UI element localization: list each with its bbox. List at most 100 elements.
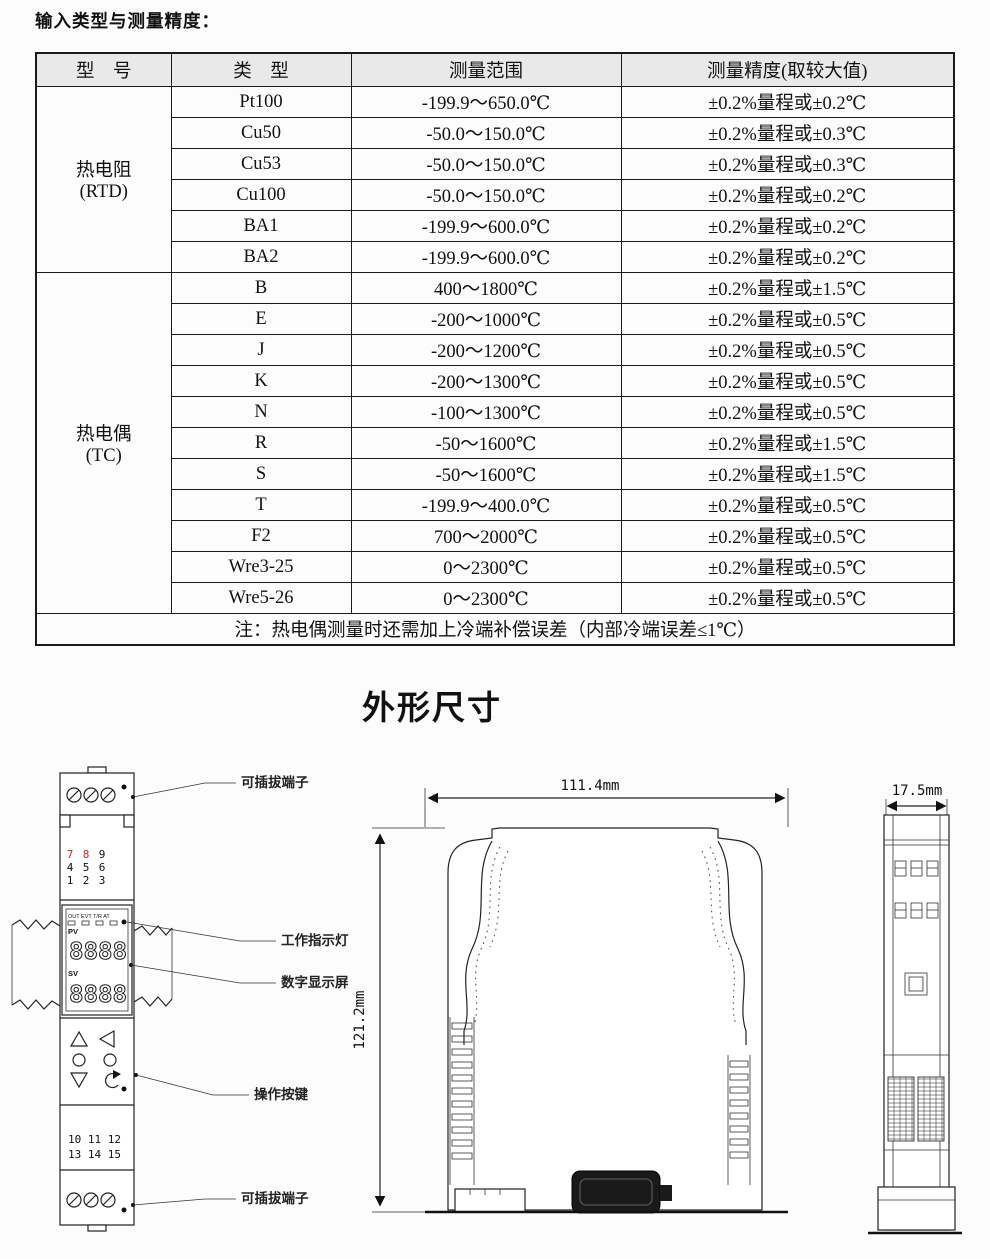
cell-accuracy: ±0.2%量程或±1.5℃ [620, 272, 955, 304]
cell-range: -50.0～150.0℃ [350, 117, 622, 149]
cell-range: -50.0～150.0℃ [350, 148, 622, 180]
dimension-height: 121.2mm [352, 990, 368, 1049]
din-rail-foot [454, 1188, 526, 1213]
header-type: 类 型 [170, 52, 352, 87]
cell-range: 400～1800℃ [350, 272, 622, 304]
model-cell-rtd: 热电阻 (RTD) [35, 86, 172, 273]
cell-range: -50～1600℃ [350, 458, 622, 490]
terminal-number: 2 [83, 874, 90, 887]
header-model: 型 号 [35, 52, 172, 87]
vent-grid [887, 1076, 915, 1142]
return-key-icon [104, 1072, 119, 1089]
cell-type: B [170, 272, 352, 304]
table-row: J -200～1200℃ ±0.2%量程或±0.5℃ [36, 334, 955, 366]
label-work-indicator: 工作指示灯 [281, 932, 349, 948]
terminal-numbers-top: 7 8 9 4 5 6 1 2 3 [59, 814, 135, 887]
header-accuracy: 测量精度(取较大值) [620, 52, 955, 87]
table-note: 注：热电偶测量时还需加上冷端补偿误差（内部冷端误差≤1℃） [35, 613, 955, 646]
operation-keys [69, 1029, 127, 1092]
terminal-number: 5 [83, 861, 90, 874]
callouts: 可插拔端子 工作指示灯 数字显示屏 操作按键 可插拔端子 [126, 774, 349, 1207]
table-row: R -50～1600℃ ±0.2%量程或±1.5℃ [36, 427, 955, 459]
label-digital-display: 数字显示屏 [281, 974, 349, 990]
end-view-base [877, 1186, 956, 1231]
model-abbr: (TC) [85, 445, 122, 466]
status-indicator-labels: OUT EVT T/R AT [68, 914, 110, 920]
cell-range: -200～1300℃ [350, 365, 622, 397]
cell-accuracy: ±0.2%量程或±0.5℃ [620, 489, 955, 521]
cell-type: R [170, 427, 352, 459]
digital-display: OUT EVT T/R AT PV 8888 SV 8888 [61, 904, 133, 1016]
end-view-block [904, 972, 928, 996]
bottom-tab [87, 1224, 107, 1232]
label-top-terminal: 可插拔端子 [241, 774, 309, 790]
cell-accuracy: ±0.2%量程或±0.2℃ [620, 241, 955, 273]
table-row: BA2 -199.9～600.0℃ ±0.2%量程或±0.2℃ [36, 241, 955, 273]
page-title: 输入类型与测量精度： [35, 11, 220, 31]
side-profile-view [425, 827, 788, 1214]
cell-range: -100～1300℃ [350, 396, 622, 428]
section-title: 外形尺寸 [362, 689, 502, 726]
cell-accuracy: ±0.2%量程或±0.3℃ [620, 148, 955, 180]
table-row: Cu53 -50.0～150.0℃ ±0.2%量程或±0.3℃ [36, 148, 955, 180]
cell-range: 0～2300℃ [350, 582, 622, 614]
model-cell-tc: 热电偶 (TC) [35, 272, 172, 614]
spec-table: 型 号 类 型 测量范围 测量精度(取较大值) 热电阻 (RTD) Pt100 … [35, 52, 955, 646]
outline-drawing: 7 8 9 4 5 6 1 2 3 OUT EVT T/R AT PV [11, 766, 962, 1235]
cell-accuracy: ±0.2%量程或±0.5℃ [620, 520, 955, 552]
mounting-panel-right [133, 925, 173, 1007]
model-name: 热电偶 [75, 424, 132, 445]
model-abbr: (RTD) [79, 182, 128, 202]
cell-accuracy: ±0.2%量程或±0.5℃ [620, 551, 955, 583]
cell-accuracy: ±0.2%量程或±0.3℃ [620, 117, 955, 149]
model-name: 热电阻 [75, 161, 132, 181]
end-view-body [883, 814, 950, 1231]
cell-range: -50.0～150.0℃ [350, 179, 622, 211]
cell-type: K [170, 365, 352, 397]
terminal-number: 9 [99, 848, 106, 861]
return-key-arrowhead [113, 1070, 121, 1079]
cell-type: Wre5-26 [170, 582, 352, 614]
table-row: 热电偶 (TC) B 400～1800℃ ±0.2%量程或±1.5℃ [35, 272, 955, 614]
cell-range: -199.9～650.0℃ [350, 86, 622, 118]
table-row: Cu50 -50.0～150.0℃ ±0.2%量程或±0.3℃ [36, 117, 955, 149]
top-screw-terminals [66, 784, 127, 803]
terminal-numbers-bottom: 10 11 12 13 14 15 [68, 1133, 121, 1161]
front-view: 7 8 9 4 5 6 1 2 3 OUT EVT T/R AT PV [11, 766, 173, 1232]
work-indicator-led [121, 919, 127, 925]
cell-accuracy: ±0.2%量程或±0.2℃ [620, 86, 955, 118]
dimensions: 111.4mm 121.2mm 17.5mm [352, 778, 948, 1213]
terminal-number: 3 [99, 874, 106, 887]
cell-type: BA1 [170, 210, 352, 242]
table-header-row: 型 号 类 型 测量范围 测量精度(取较大值) [35, 52, 955, 87]
terminal-dot [121, 1207, 127, 1213]
down-arrow-key-icon [69, 1072, 89, 1089]
table-row: E -200～1000℃ ±0.2%量程或±0.5℃ [36, 303, 955, 335]
pv-digit-display: 8888 [69, 939, 127, 965]
terminal-number: 7 [67, 848, 74, 861]
connector-nub [660, 1185, 672, 1201]
vent-grid [917, 1076, 945, 1142]
cell-type: Pt100 [170, 86, 352, 118]
cell-accuracy: ±0.2%量程或±0.5℃ [620, 365, 955, 397]
cell-range: -199.9～600.0℃ [350, 241, 622, 273]
key-dot [121, 1086, 127, 1092]
key-button [72, 1053, 86, 1067]
dimension-depth: 17.5mm [892, 783, 943, 799]
key-button [103, 1053, 117, 1067]
cell-type: J [170, 334, 352, 366]
cell-accuracy: ±0.2%量程或±0.2℃ [620, 210, 955, 242]
cell-accuracy: ±0.2%量程或±0.2℃ [620, 179, 955, 211]
table-row: F2 700～2000℃ ±0.2%量程或±0.5℃ [36, 520, 955, 552]
cell-range: 0～2300℃ [350, 551, 622, 583]
cell-range: -199.9～600.0℃ [350, 210, 622, 242]
table-row: N -100～1300℃ ±0.2%量程或±0.5℃ [36, 396, 955, 428]
vent-slats-left [449, 1017, 475, 1185]
cell-accuracy: ±0.2%量程或±0.5℃ [620, 582, 955, 614]
cell-range: -200～1000℃ [350, 303, 622, 335]
cell-accuracy: ±0.2%量程或±1.5℃ [620, 458, 955, 490]
cell-accuracy: ±0.2%量程或±1.5℃ [620, 427, 955, 459]
header-range: 测量范围 [350, 52, 622, 87]
table-row: Cu100 -50.0～150.0℃ ±0.2%量程或±0.2℃ [36, 179, 955, 211]
